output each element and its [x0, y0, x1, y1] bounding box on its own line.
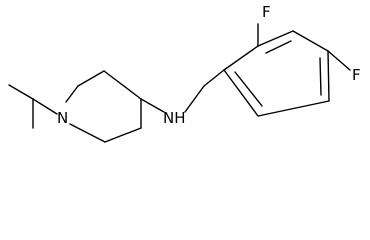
atom-label-amine-nh: NH	[163, 109, 186, 127]
isopropyl-group	[8, 84, 58, 129]
bond-c3-c4	[103, 70, 142, 100]
ring-bond-c5-c6	[257, 100, 330, 117]
bond-ch-n	[32, 98, 58, 115]
bond-ch2-aryl	[203, 69, 225, 87]
ring-bond-c4-c5	[327, 50, 330, 102]
bond-c5-c6	[104, 127, 142, 143]
ring-double-bond-2	[319, 57, 322, 96]
structure-diagram: N NH F F	[8, 3, 361, 143]
bond-c4-nh	[140, 98, 165, 113]
bond-c4-f-right	[327, 50, 351, 71]
atom-label-fluorine-top: F	[262, 3, 271, 21]
ring-bond-c6-c1	[223, 69, 259, 117]
bond-nh-ch2	[184, 85, 205, 113]
atom-label-ring-nitrogen: N	[57, 109, 68, 127]
ring-double-bond-1	[265, 40, 292, 54]
bond-c2-c3	[77, 70, 105, 87]
ring-bond-c2-c3	[257, 30, 294, 47]
bond-c6-n	[69, 123, 106, 143]
atom-label-fluorine-right: F	[352, 66, 361, 84]
ring-bond-c3-c4	[292, 30, 329, 52]
bond-ch3-upper-ch	[8, 84, 34, 100]
ring-bond-c1-c2	[223, 45, 259, 71]
ring-double-bond-3	[234, 71, 263, 107]
molecule-svg: N NH F F	[8, 3, 361, 143]
bond-n-c2	[65, 85, 79, 103]
amine-linker	[140, 69, 225, 113]
piperidine-ring	[65, 70, 142, 143]
difluorophenyl-ring	[223, 23, 351, 117]
